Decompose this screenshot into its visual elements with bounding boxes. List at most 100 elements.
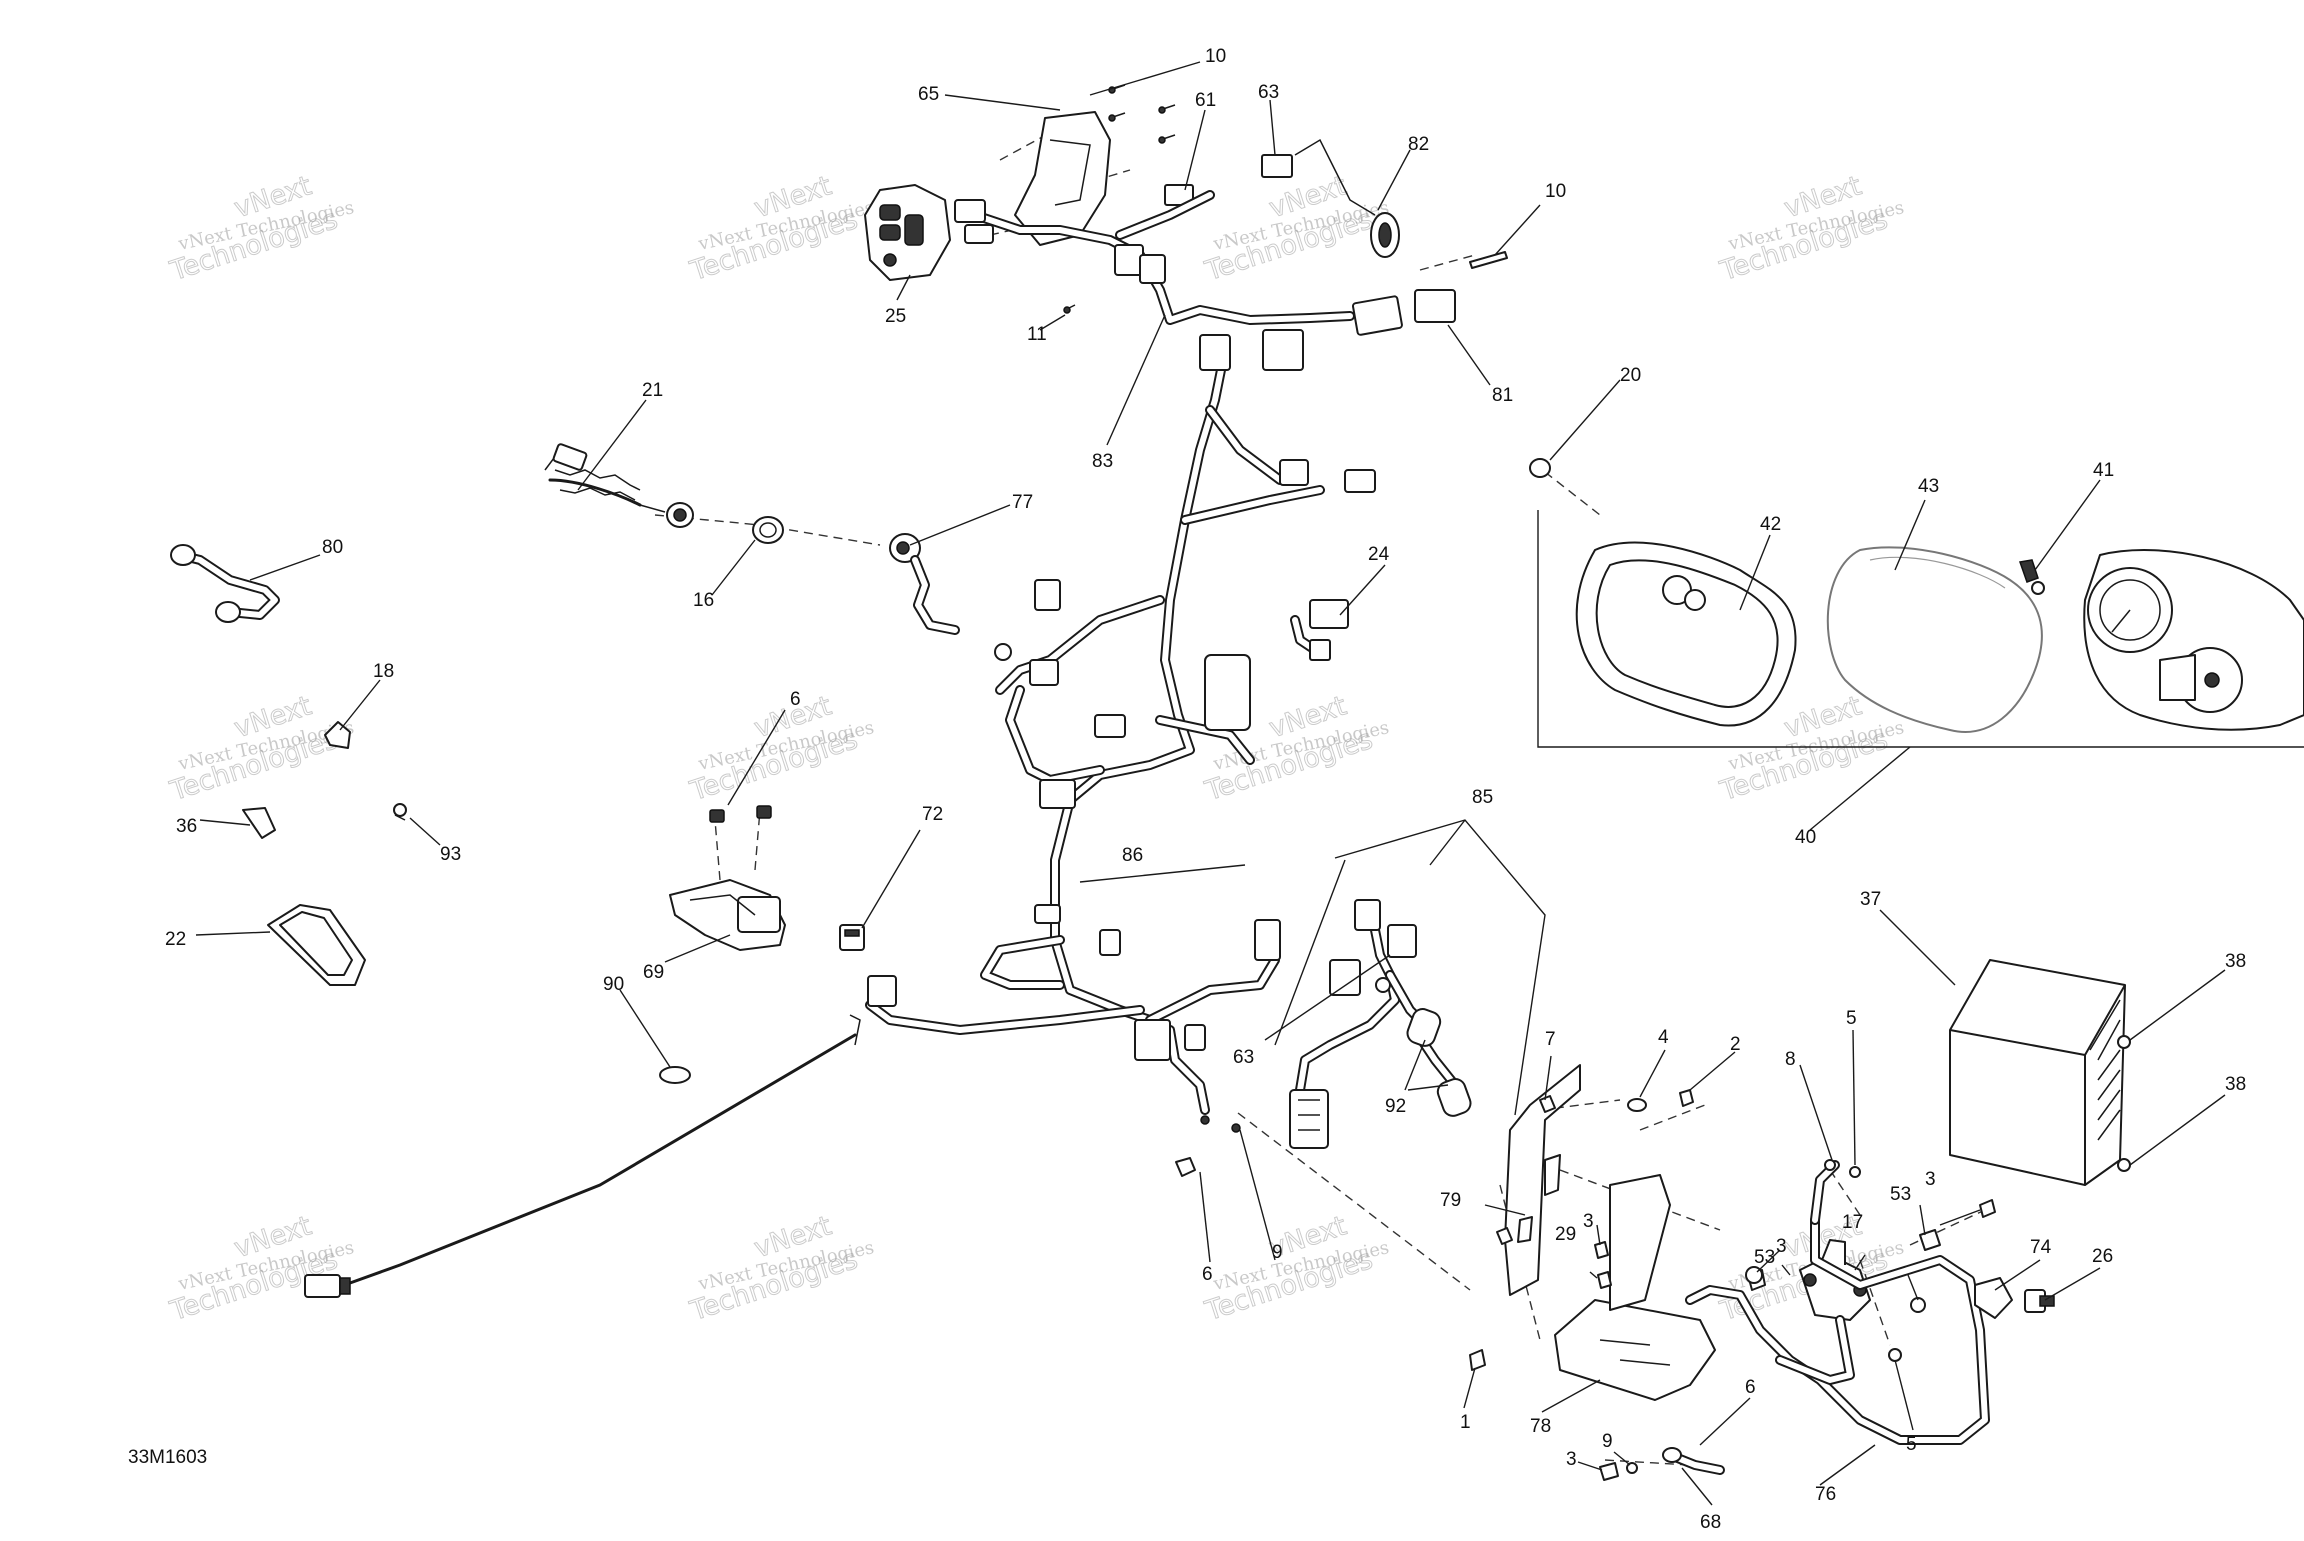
harness-83 bbox=[954, 190, 1355, 325]
part-label: 42 bbox=[1760, 514, 1781, 535]
part-label: 69 bbox=[643, 962, 664, 983]
clip-41 bbox=[2018, 559, 2045, 595]
part-label: 38 bbox=[2225, 951, 2246, 972]
wire-loop-82 bbox=[1294, 138, 1400, 258]
part-label: 4 bbox=[1658, 1027, 1669, 1048]
nut-6-bottom bbox=[1175, 1115, 1241, 1177]
part-label: 29 bbox=[1555, 1224, 1576, 1245]
part-label: 26 bbox=[2092, 1246, 2113, 1267]
tether-cord-21 bbox=[544, 443, 694, 528]
part-label: 85 bbox=[1472, 787, 1493, 808]
part-label: 76 bbox=[1815, 1484, 1836, 1505]
bracket-79 bbox=[1504, 1064, 1581, 1296]
part-label: 20 bbox=[1620, 365, 1641, 386]
part-label: 9 bbox=[1272, 1242, 1283, 1263]
part-label: 5 bbox=[1846, 1008, 1857, 1029]
connector-24 bbox=[1290, 599, 1349, 661]
clip-18 bbox=[324, 721, 351, 749]
part-label: 90 bbox=[603, 974, 624, 995]
part-label: 9 bbox=[1602, 1431, 1613, 1452]
fuse-holder-26 bbox=[2024, 1289, 2055, 1313]
part-label: 6 bbox=[1745, 1377, 1756, 1398]
clamp-93 bbox=[393, 803, 407, 821]
part-labels: 10 65 61 63 82 10 25 11 83 81 21 77 16 8… bbox=[128, 46, 2246, 1533]
main-harness-86 bbox=[865, 329, 1376, 1115]
part-label: 38 bbox=[2225, 1074, 2246, 1095]
part-label: 63 bbox=[1233, 1047, 1254, 1068]
part-label: 40 bbox=[1795, 827, 1816, 848]
nut-20 bbox=[1529, 458, 1551, 478]
part-label: 78 bbox=[1530, 1416, 1551, 1437]
part-label: 53 bbox=[1754, 1247, 1775, 1268]
part-label: 6 bbox=[790, 689, 801, 710]
part-label: 24 bbox=[1368, 544, 1390, 565]
part-label: 8 bbox=[1785, 1049, 1796, 1070]
part-label: 3 bbox=[1925, 1169, 1936, 1190]
screw-10-right bbox=[1469, 251, 1508, 269]
module-81 bbox=[1352, 289, 1456, 336]
part-label: 86 bbox=[1122, 845, 1143, 866]
part-label: 16 bbox=[693, 590, 714, 611]
connector-72 bbox=[839, 924, 865, 951]
handlebar-switch-pod bbox=[864, 184, 951, 281]
part-label: 74 bbox=[2030, 1237, 2052, 1258]
lens-43 bbox=[1826, 546, 2043, 733]
sensor-69 bbox=[669, 879, 786, 951]
diagram-code: 33M1603 bbox=[128, 1447, 207, 1468]
clip-74 bbox=[1974, 1277, 2013, 1319]
part-label: 22 bbox=[165, 929, 186, 950]
part-label: 93 bbox=[440, 844, 461, 865]
part-label: 3 bbox=[1566, 1449, 1577, 1470]
part-label: 65 bbox=[918, 84, 939, 105]
part-label: 81 bbox=[1492, 385, 1513, 406]
part-label: 21 bbox=[642, 380, 663, 401]
part-label: 36 bbox=[176, 816, 197, 837]
part-label: 7 bbox=[1545, 1029, 1556, 1050]
screw-11 bbox=[1063, 304, 1076, 314]
control-module-37 bbox=[1949, 959, 2131, 1186]
part-label: 83 bbox=[1092, 451, 1113, 472]
part-label: 80 bbox=[322, 537, 343, 558]
part-label: 82 bbox=[1408, 134, 1429, 155]
part-label: 63 bbox=[1258, 82, 1279, 103]
part-label: 18 bbox=[373, 661, 394, 682]
part-label: 5 bbox=[1906, 1434, 1917, 1455]
part-label: 53 bbox=[1890, 1184, 1911, 1205]
part-label: 79 bbox=[1440, 1190, 1461, 1211]
screws-top bbox=[1108, 84, 1176, 144]
nut-6-left bbox=[709, 805, 772, 823]
hardware-misc bbox=[1469, 1089, 1996, 1481]
part-label: 43 bbox=[1918, 476, 1939, 497]
nut-16 bbox=[752, 516, 784, 544]
bezel-42 bbox=[1575, 541, 1797, 727]
part-label: 3 bbox=[1583, 1211, 1594, 1232]
group-brackets bbox=[1274, 510, 2304, 1116]
part-label: 25 bbox=[885, 306, 906, 327]
part-label: 37 bbox=[1860, 889, 1881, 910]
part-label: 41 bbox=[2093, 460, 2114, 481]
clip-36 bbox=[242, 807, 276, 839]
leader-lines bbox=[195, 61, 2226, 1506]
instrument-cluster bbox=[2083, 549, 2304, 731]
part-label: 6 bbox=[1202, 1264, 1213, 1285]
connector-63-top bbox=[1261, 154, 1293, 178]
part-label: 72 bbox=[922, 804, 943, 825]
ground-cable-80 bbox=[170, 544, 280, 623]
sticker-90 bbox=[659, 1066, 691, 1084]
sub-harness-85 bbox=[1289, 899, 1472, 1149]
part-label: 2 bbox=[1730, 1034, 1741, 1055]
part-label: 92 bbox=[1385, 1096, 1406, 1117]
antenna-wire bbox=[304, 1014, 861, 1298]
switch-77 bbox=[889, 533, 960, 635]
tray-78 bbox=[1554, 1174, 1716, 1401]
part-label: 77 bbox=[1012, 492, 1033, 513]
part-label: 1 bbox=[1460, 1412, 1471, 1433]
part-label: 3 bbox=[1776, 1236, 1787, 1257]
part-label: 17 bbox=[1842, 1212, 1863, 1233]
gasket-22 bbox=[267, 904, 366, 986]
part-label: 10 bbox=[1205, 46, 1226, 67]
part-label: 61 bbox=[1195, 90, 1216, 111]
part-label: 68 bbox=[1700, 1512, 1721, 1533]
